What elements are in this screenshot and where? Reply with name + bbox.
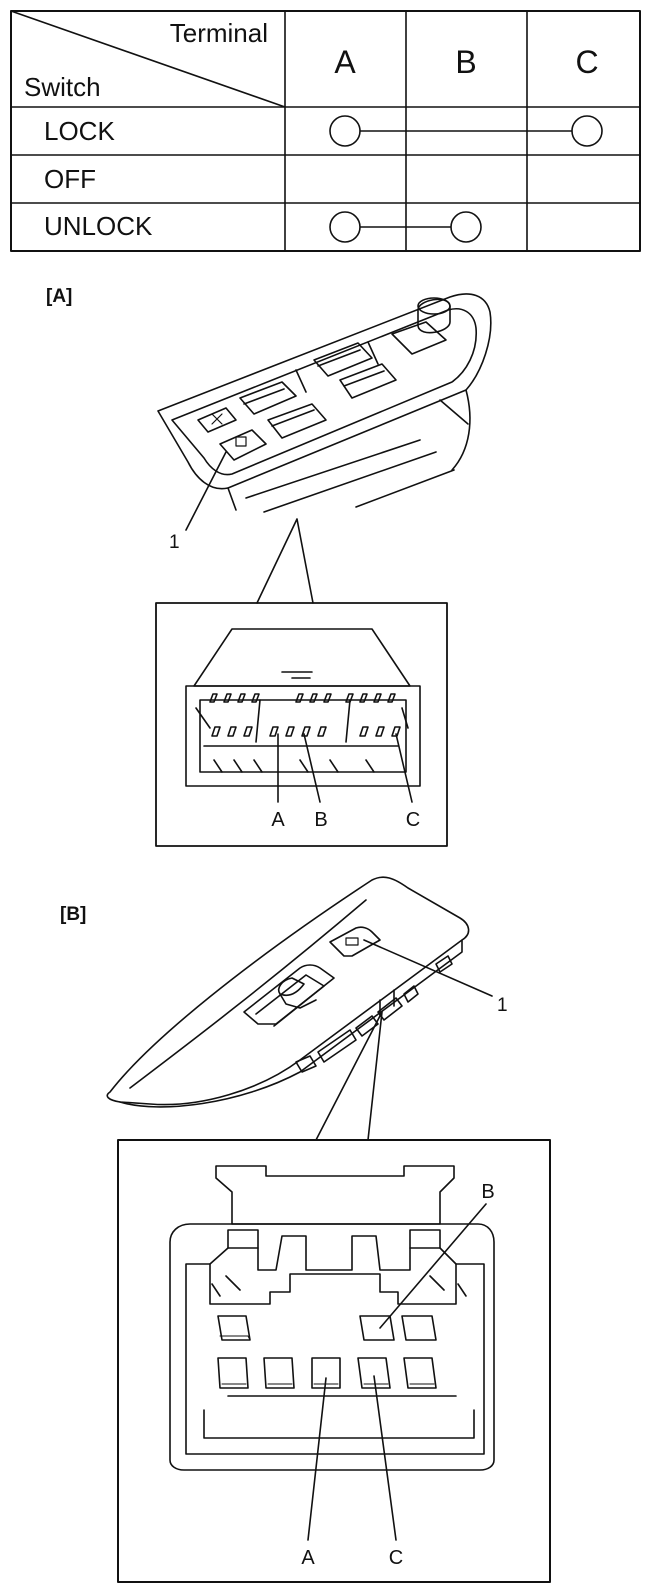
figure-a-pin-b-label: B bbox=[314, 809, 327, 831]
figure-b-pin-c-label: C bbox=[389, 1547, 403, 1569]
continuity-lock-a-c bbox=[329, 115, 603, 147]
figure-a-pin-c-label: C bbox=[406, 809, 420, 831]
figure-b-switch-panel bbox=[106, 876, 470, 1108]
figure-b-callout-leader bbox=[363, 939, 493, 997]
figure-a-pin-c-leader bbox=[395, 733, 413, 803]
continuity-table: Terminal Switch A B C LOCK OFF UNLOCK bbox=[10, 10, 641, 252]
figure-a-callout-leader bbox=[185, 451, 227, 531]
terminal-header-c: C bbox=[575, 44, 598, 80]
figure-b-pin-a-leader bbox=[307, 1377, 327, 1541]
figure-a-pin-b-leader bbox=[303, 733, 321, 803]
header-terminal: Terminal bbox=[170, 18, 268, 48]
figure-b-terminal-a bbox=[311, 1357, 341, 1389]
figure-a-pin-a-label: A bbox=[271, 809, 285, 831]
figure-b-label: [B] bbox=[60, 904, 86, 925]
figure-b-callout-number: 1 bbox=[497, 995, 508, 1016]
figure-b-pin-b-label: B bbox=[481, 1181, 494, 1203]
terminal-header-a: A bbox=[334, 44, 356, 80]
figure-b-terminal-c bbox=[357, 1357, 391, 1389]
figure-b-pin-a-label: A bbox=[301, 1547, 315, 1569]
door-lock-switch-b bbox=[329, 926, 381, 957]
figure-b-connector-inset bbox=[117, 1139, 551, 1583]
figure-b-terminal-b bbox=[359, 1315, 395, 1341]
row-label-lock: LOCK bbox=[44, 116, 115, 146]
figure-b-pin-c-leader bbox=[373, 1375, 397, 1541]
figure-b-zoom-wedge bbox=[315, 1011, 383, 1141]
terminal-header-b: B bbox=[455, 44, 476, 80]
door-lock-switch-a bbox=[219, 429, 267, 461]
header-switch: Switch bbox=[24, 72, 101, 102]
figure-a-callout-number: 1 bbox=[169, 532, 180, 553]
figure-a-switch-panel bbox=[157, 293, 492, 513]
figure-a-zoom-wedge bbox=[256, 518, 314, 604]
header-diagonal bbox=[10, 10, 286, 108]
figure-a-connector-inset bbox=[155, 602, 448, 847]
figure-a-label: [A] bbox=[46, 286, 72, 307]
row-label-unlock: UNLOCK bbox=[44, 211, 153, 241]
continuity-unlock-a-b bbox=[329, 211, 482, 243]
row-label-off: OFF bbox=[44, 164, 96, 194]
figure-b-pin-b-leader bbox=[379, 1203, 487, 1329]
